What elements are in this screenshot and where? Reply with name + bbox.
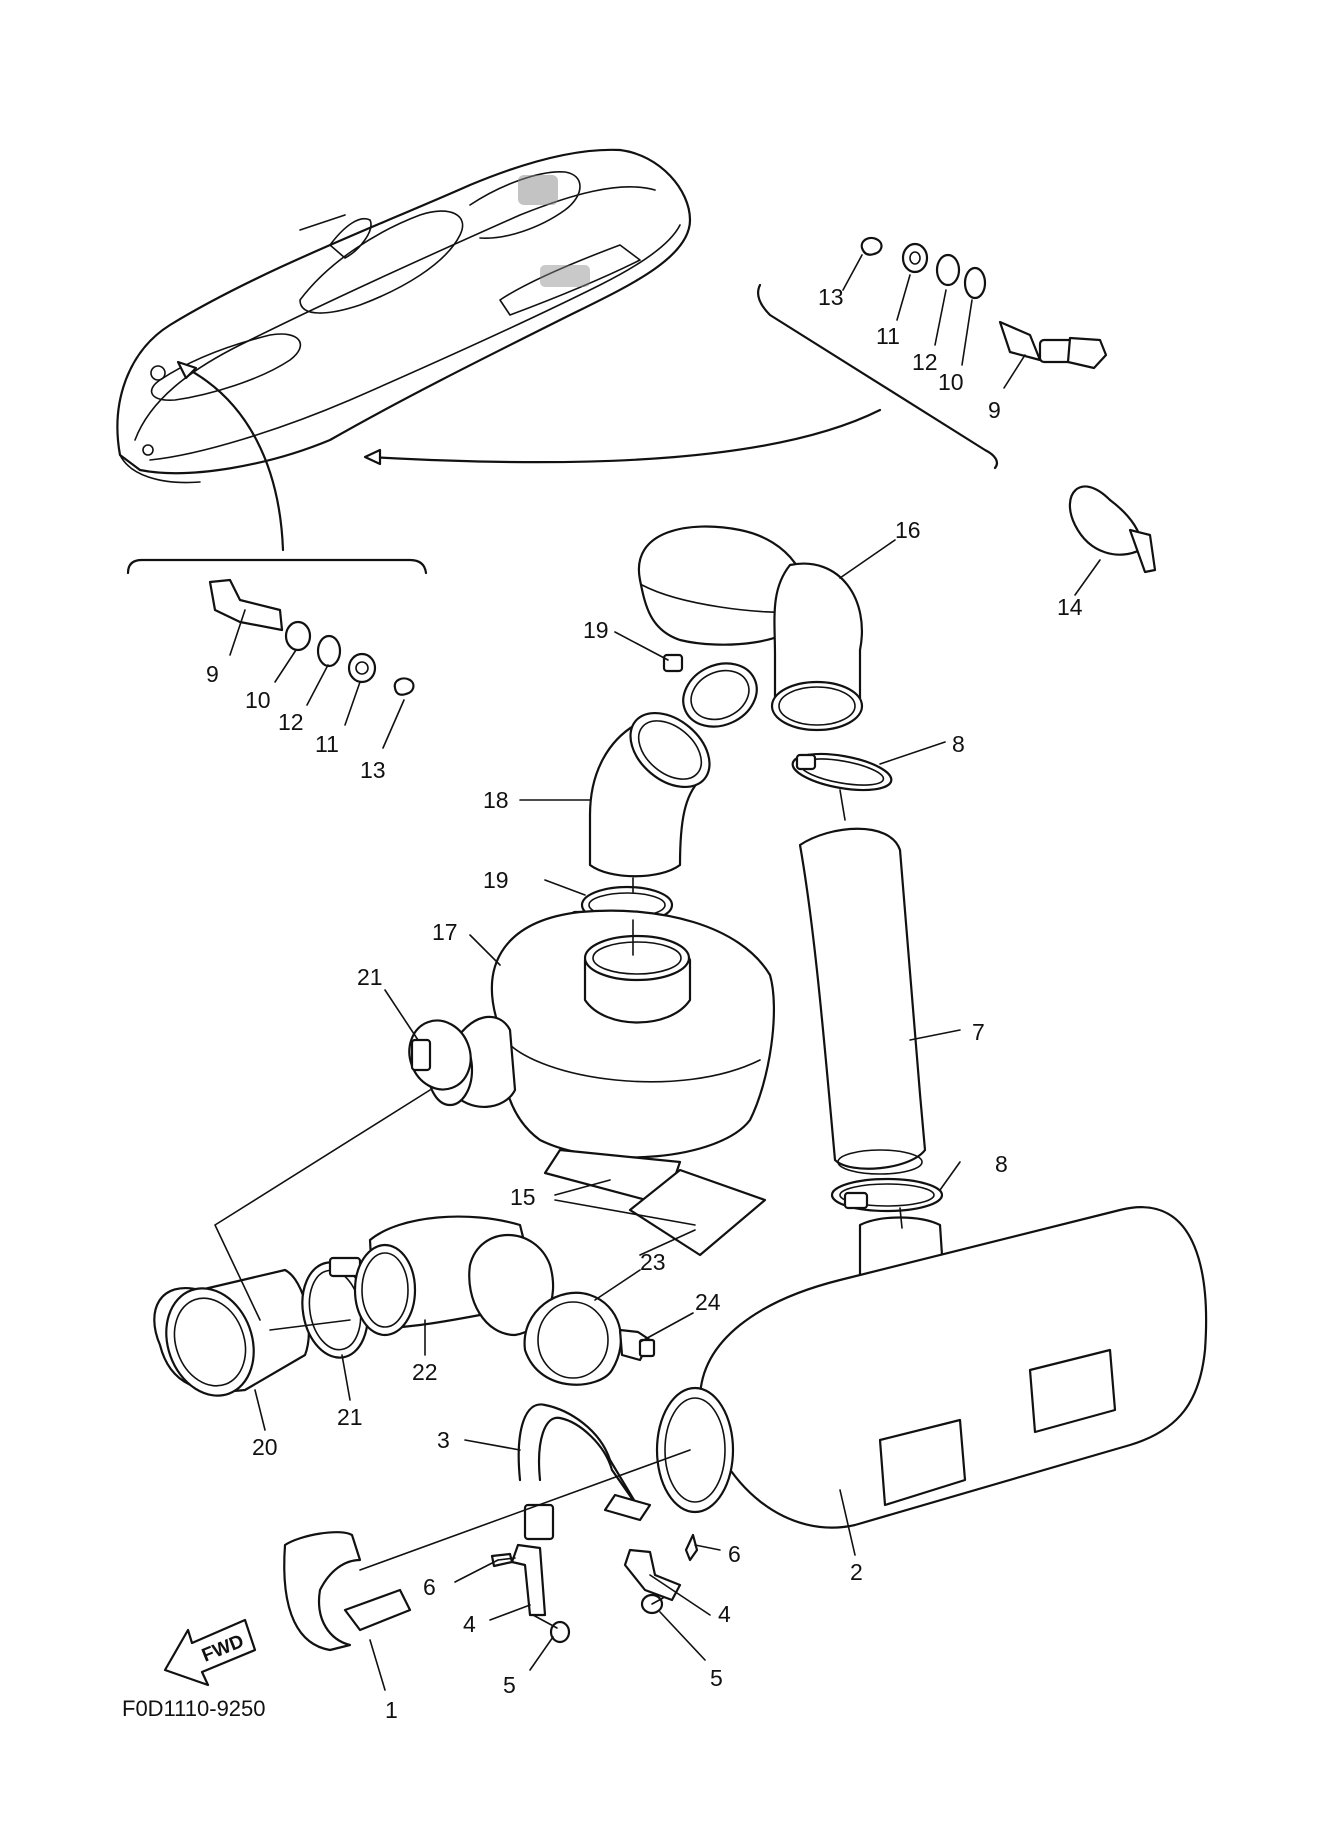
- pads-15: [543, 1148, 767, 1257]
- strap-3: [517, 1403, 652, 1541]
- callout-13-left: 13: [360, 757, 386, 783]
- callout-1: 1: [385, 1697, 398, 1723]
- callout-10-left: 10: [245, 687, 271, 713]
- callout-labels: 13 11 12 10 9 16 14 19 8 9 10 12 11 13 1…: [206, 284, 1083, 1723]
- hose-clamp-ring-14: [1068, 485, 1157, 574]
- callout-9-left: 9: [206, 661, 219, 687]
- pad-1: [283, 1531, 412, 1652]
- hose-7: [798, 827, 927, 1175]
- callout-14: 14: [1057, 594, 1083, 620]
- callout-5-left: 5: [503, 1672, 516, 1698]
- callout-12-left: 12: [278, 709, 304, 735]
- washers-5: [549, 1593, 664, 1644]
- callout-8-lower: 8: [995, 1151, 1008, 1177]
- callout-17: 17: [432, 919, 458, 945]
- callout-22: 22: [412, 1359, 438, 1385]
- callout-8-upper: 8: [952, 731, 965, 757]
- callout-7: 7: [972, 1019, 985, 1045]
- kit-arrow-left: [180, 364, 285, 552]
- watercraft-illustration: [116, 148, 692, 484]
- kit-arrow-right: [368, 408, 882, 464]
- diagram-code: F0D1110-9250: [122, 1696, 266, 1721]
- callout-24: 24: [695, 1289, 721, 1315]
- callout-16: 16: [895, 517, 921, 543]
- callout-11-left: 11: [315, 731, 339, 757]
- callout-6-right: 6: [728, 1541, 741, 1567]
- callout-lines: [229, 254, 1101, 1691]
- callout-15: 15: [510, 1184, 536, 1210]
- clamp-8-lower: [830, 1177, 944, 1213]
- callout-13-right: 13: [818, 284, 844, 310]
- callout-10-right: 10: [938, 369, 964, 395]
- elbow-18: [588, 711, 711, 878]
- callout-9-right: 9: [988, 397, 1001, 423]
- callout-19-upper: 19: [583, 617, 609, 643]
- gasket-23: [523, 1291, 623, 1386]
- clamp-21-lower: [301, 1256, 369, 1359]
- callout-6-left: 6: [423, 1574, 436, 1600]
- callout-11-right: 11: [876, 323, 900, 349]
- kit-bracket-left: [126, 558, 428, 575]
- chamber-17: [426, 909, 775, 1159]
- elbow-16: [637, 525, 864, 732]
- callout-18: 18: [483, 787, 509, 813]
- right-kit-parts: [860, 236, 1108, 370]
- callout-2: 2: [850, 1559, 863, 1585]
- fwd-arrow: FWD: [163, 1618, 257, 1687]
- callout-12-right: 12: [912, 349, 938, 375]
- callout-4-left: 4: [463, 1611, 476, 1637]
- callout-4-right: 4: [718, 1601, 731, 1627]
- clamp-19-upper: [662, 653, 758, 728]
- callout-3: 3: [437, 1427, 450, 1453]
- callout-5-right: 5: [710, 1665, 723, 1691]
- callout-21-upper: 21: [357, 964, 383, 990]
- callout-23: 23: [640, 1249, 666, 1275]
- callout-19-lower: 19: [483, 867, 509, 893]
- callout-21-lower: 21: [337, 1404, 363, 1430]
- muffler-2: [655, 1206, 1208, 1529]
- left-kit-parts: [208, 578, 415, 696]
- clamp-21-upper: [408, 1019, 472, 1091]
- kit-bracket-right: [756, 283, 999, 470]
- callout-20: 20: [252, 1434, 278, 1460]
- bolt-24: [618, 1328, 656, 1362]
- clamp-8-upper: [791, 752, 893, 792]
- pipe-20: [153, 1268, 311, 1397]
- elbow-22: [353, 1215, 555, 1337]
- leader-lines: [214, 789, 903, 1629]
